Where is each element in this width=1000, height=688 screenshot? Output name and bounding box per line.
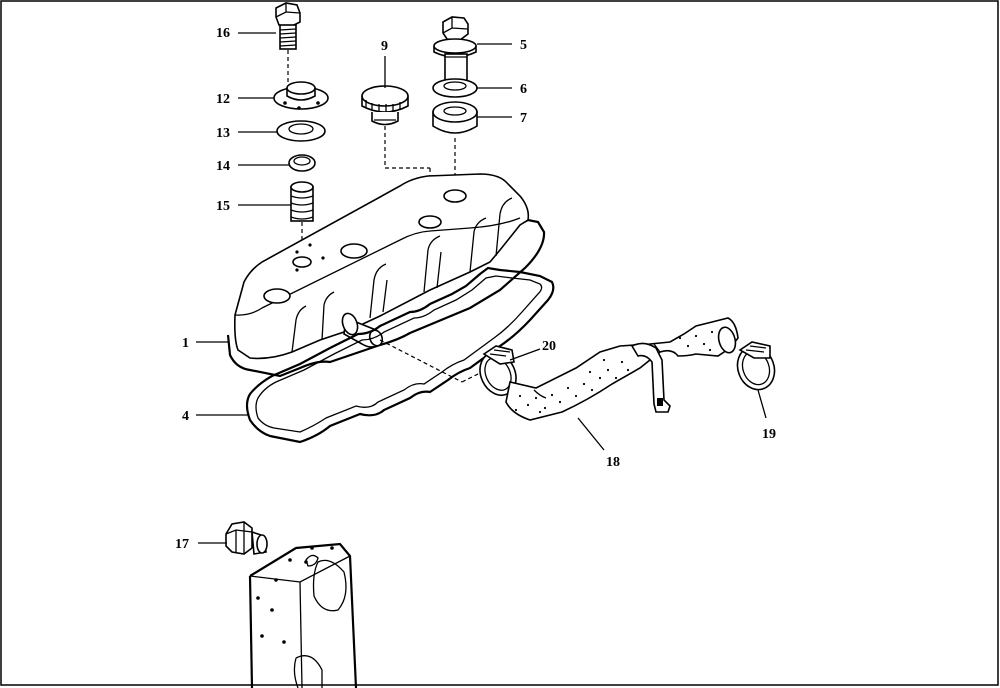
part-16-bolt: [275, 2, 301, 50]
part-5-stud-bolt: [433, 16, 477, 82]
callout-18: 18: [606, 455, 620, 470]
callout-7: 7: [520, 111, 527, 126]
part-18-breather-hose: [505, 317, 739, 421]
part-7-seal: [432, 101, 478, 134]
part-14-ring: [288, 154, 316, 172]
callout-20: 20: [542, 339, 556, 354]
callout-16: 16: [216, 26, 230, 41]
callout-1: 1: [182, 336, 189, 351]
callout-12: 12: [216, 92, 230, 107]
callout-15: 15: [216, 199, 230, 214]
part-6-washer: [432, 78, 478, 98]
callout-9: 9: [381, 39, 388, 54]
part-9-filler-cap: [361, 85, 409, 126]
callout-13: 13: [216, 126, 230, 141]
part-19-hose-clamp: [736, 341, 776, 391]
part-17-plug: [225, 521, 268, 555]
callout-4: 4: [182, 409, 189, 424]
part-15-sleeve: [290, 181, 314, 222]
callout-17: 17: [175, 537, 189, 552]
callout-labels: 16 12 13 14 15 9 5 6 7 1 4 17 20 18 19: [175, 26, 776, 552]
callout-6: 6: [520, 82, 527, 97]
leader-lines: [196, 32, 767, 544]
part-20-hose-clamp: [479, 345, 517, 396]
callout-19: 19: [762, 427, 776, 442]
part-1-valve-cover: [226, 173, 546, 378]
part-12-washer-cap: [273, 81, 329, 110]
engine-block-corner: [248, 542, 358, 688]
part-13-ring-washer: [276, 120, 326, 142]
callout-5: 5: [520, 38, 527, 53]
part-4-gasket: [245, 266, 555, 444]
callout-14: 14: [216, 159, 230, 174]
